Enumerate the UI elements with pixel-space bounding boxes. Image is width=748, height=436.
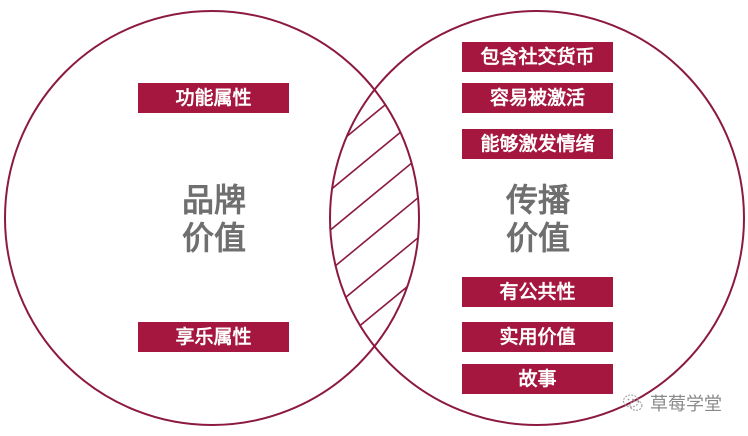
right-tag-public: 有公共性 xyxy=(462,277,613,307)
right-circle xyxy=(329,10,745,426)
right-tag-triggers: 容易被激活 xyxy=(462,83,613,113)
right-tag-social-currency: 包含社交货币 xyxy=(462,42,613,72)
left-title-line1: 品牌 xyxy=(181,181,246,219)
left-circle xyxy=(4,10,420,426)
left-tag-hedonic: 享乐属性 xyxy=(138,322,289,352)
watermark: 草莓学堂 xyxy=(622,390,722,416)
right-circle-title: 传播 价值 xyxy=(478,181,598,257)
right-title-line1: 传播 xyxy=(505,181,570,219)
left-title-line2: 价值 xyxy=(181,219,246,257)
wechat-icon xyxy=(623,394,643,411)
right-tag-emotion: 能够激发情绪 xyxy=(462,129,613,159)
right-tag-practical-value: 实用价值 xyxy=(462,322,613,352)
left-circle-title: 品牌 价值 xyxy=(154,181,274,257)
right-title-line2: 价值 xyxy=(505,219,570,257)
right-tag-stories: 故事 xyxy=(462,364,613,394)
watermark-text: 草莓学堂 xyxy=(650,394,722,415)
left-tag-functional: 功能属性 xyxy=(138,83,289,113)
